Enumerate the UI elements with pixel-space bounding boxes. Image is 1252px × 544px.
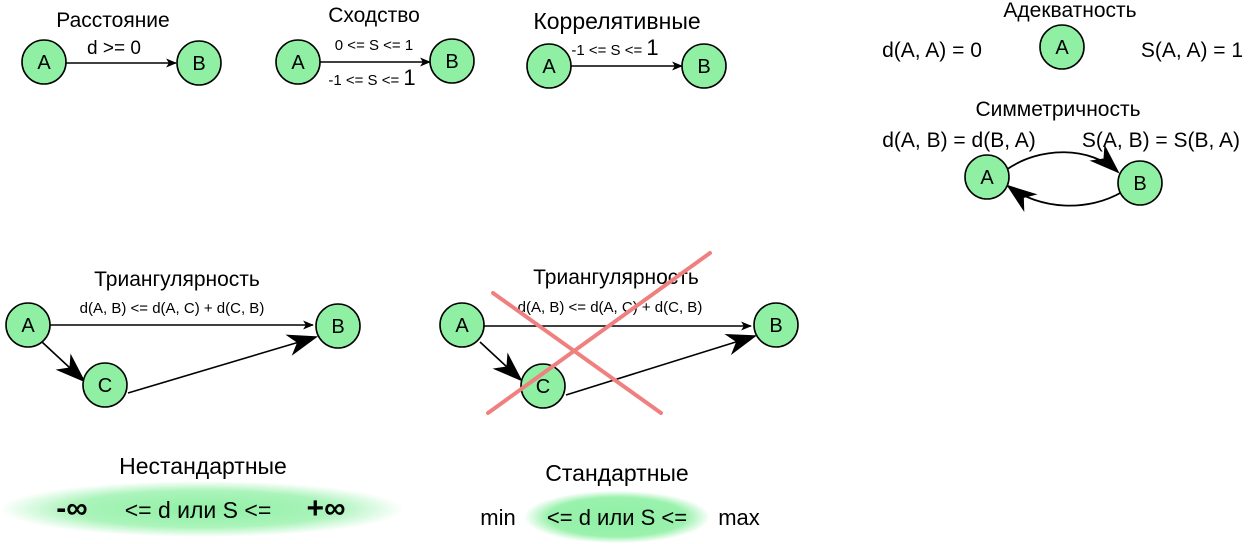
similarity-node-b <box>429 38 475 84</box>
correlative-node-a <box>526 43 572 89</box>
similarity-label-bottom: -1 <= S <= 1 <box>328 65 415 90</box>
triangle-valid-node-c <box>82 362 128 408</box>
triangle-invalid-edge-cb <box>565 334 758 396</box>
standard-range: Стандартные min <= d или S <= max <box>480 460 760 543</box>
triangle-invalid-node-b <box>753 302 799 348</box>
symmetry-right-formula: S(A, B) = S(B, A) <box>1082 129 1240 152</box>
adequacy-title: Адекватность <box>1003 0 1136 22</box>
triangle-invalid-diagram: Триангулярность d(A, B) <= d(A, C) + d(C… <box>439 251 799 415</box>
triangle-invalid-node-a <box>439 302 485 348</box>
minus-infinity: -∞ <box>56 492 87 525</box>
standard-title: Стандартные <box>545 460 688 486</box>
triangle-valid-title: Триангулярность <box>94 268 260 291</box>
nonstandard-range: Нестандартные -∞ <= d или S <= +∞ <box>0 453 404 537</box>
triangle-invalid-node-b-label: B <box>769 315 782 337</box>
symmetry-edge-b-to-a <box>1006 184 1123 212</box>
similarity-node-b-label: B <box>445 51 458 73</box>
similarity-label-bottom-num: 1 <box>403 65 415 90</box>
distance-node-a-label: A <box>37 52 51 74</box>
symmetry-edge-a-to-b <box>1005 144 1120 174</box>
standard-min: min <box>480 505 515 530</box>
triangle-valid-node-a-label: A <box>21 315 35 337</box>
correlative-diagram: Коррелятивные -1 <= S <= 1 A B <box>526 8 727 89</box>
triangle-valid-node-b-label: B <box>331 316 344 338</box>
distance-diagram: Расстояние d >= 0 A B <box>21 9 222 86</box>
triangle-invalid-node-c <box>520 363 566 409</box>
distance-edge-label: d >= 0 <box>87 38 141 59</box>
triangle-valid-formula: d(A, B) <= d(A, C) + d(C, B) <box>80 300 265 317</box>
similarity-title: Сходство <box>328 4 420 27</box>
plus-infinity: +∞ <box>307 492 346 525</box>
triangle-valid-node-a <box>5 302 51 348</box>
symmetry-node-b <box>1117 160 1163 206</box>
triangle-valid-node-b <box>315 303 361 349</box>
adequacy-right-formula: S(A, A) = 1 <box>1141 39 1243 62</box>
adequacy-diagram: Адекватность d(A, A) = 0 A S(A, A) = 1 <box>882 0 1243 70</box>
symmetry-diagram: Симметричность d(A, B) = d(B, A) S(A, B)… <box>882 98 1240 212</box>
standard-max: max <box>718 505 760 530</box>
triangle-valid-edge-ac <box>41 341 86 383</box>
triangle-invalid-edge-ac <box>479 341 523 382</box>
correlative-label-num: 1 <box>646 35 658 60</box>
symmetry-title: Симметричность <box>975 98 1140 121</box>
distance-node-b-label: B <box>192 53 205 75</box>
adequacy-node-a-label: A <box>1055 37 1069 59</box>
distance-node-b <box>176 40 222 86</box>
symmetry-node-a <box>964 154 1010 200</box>
symmetry-left-formula: d(A, B) = d(B, A) <box>882 129 1035 152</box>
correlative-label: -1 <= S <= 1 <box>571 35 658 60</box>
similarity-diagram: Сходство 0 <= S <= 1 -1 <= S <= 1 A B <box>275 4 475 90</box>
adequacy-left-formula: d(A, A) = 0 <box>882 39 982 62</box>
similarity-node-a <box>275 39 321 85</box>
correlative-node-a-label: A <box>542 56 556 78</box>
distance-node-a <box>21 39 67 85</box>
cross-out-line-2 <box>491 291 663 415</box>
triangle-valid-edge-cb <box>127 334 319 394</box>
triangle-invalid-node-a-label: A <box>455 315 469 337</box>
symmetry-node-b-label: B <box>1133 173 1146 195</box>
triangle-valid-diagram: Триангулярность d(A, B) <= d(A, C) + d(C… <box>5 268 361 408</box>
standard-inequality: <= d или S <= <box>547 505 687 530</box>
triangle-invalid-formula: d(A, B) <= d(A, C) + d(C, B) <box>518 299 703 316</box>
correlative-label-prefix: -1 <= S <= <box>571 42 646 59</box>
triangle-invalid-title: Триангулярность <box>533 266 699 289</box>
correlative-title: Коррелятивные <box>533 8 700 34</box>
similarity-label-bottom-prefix: -1 <= S <= <box>328 72 403 89</box>
triangle-valid-node-c-label: C <box>98 375 112 397</box>
symmetry-node-a-label: A <box>980 167 994 189</box>
distance-title: Расстояние <box>56 9 169 32</box>
correlative-node-b-label: B <box>697 56 710 78</box>
similarity-label-top: 0 <= S <= 1 <box>335 37 413 54</box>
similarity-node-a-label: A <box>291 52 305 74</box>
cross-out-line-1 <box>486 251 712 415</box>
nonstandard-title: Нестандартные <box>119 453 287 479</box>
standard-highlight <box>525 491 709 543</box>
adequacy-node-a <box>1039 24 1085 70</box>
correlative-node-b <box>681 43 727 89</box>
triangle-invalid-node-c-label: C <box>536 376 550 398</box>
nonstandard-inequality: <= d или S <= <box>125 497 272 523</box>
nonstandard-highlight <box>0 481 404 537</box>
